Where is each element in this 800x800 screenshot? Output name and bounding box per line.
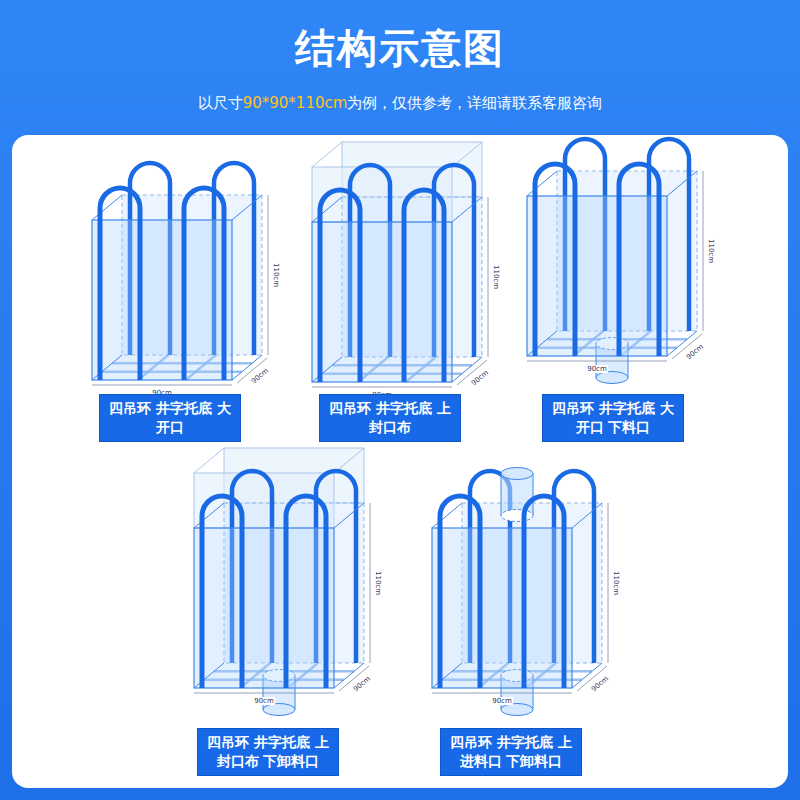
caption-box: 四吊环 井字托底 上封口布 下卸料口 (197, 728, 339, 776)
dimension-label: 90cm (253, 697, 275, 705)
bulk-bag (92, 163, 268, 385)
dimension-label: 110cm (492, 264, 500, 290)
dimension-label: 110cm (612, 570, 620, 596)
caption-box: 四吊环 井字托底 上进料口 下卸料口 (440, 728, 582, 776)
subtitle-text: 90*90*110cm (243, 94, 348, 112)
caption-text: 四吊环 井字托底 上封口布 (326, 399, 454, 437)
bulk-bag (194, 448, 370, 716)
caption-text: 四吊环 井字托底 大开口 下料口 (549, 399, 677, 437)
subtitle-line: 以尺寸90*90*110cm为例，仅供参考，详细请联系客服咨询 (198, 93, 603, 113)
caption-box: 四吊环 井字托底 上封口布 (319, 394, 461, 442)
dimension-label: 110cm (272, 262, 280, 288)
dimension-label: 110cm (707, 238, 715, 264)
caption-box: 四吊环 井字托底 大开口 下料口 (542, 394, 684, 442)
dimension-label: 90cm (586, 365, 608, 373)
subtitle-text: 为例，仅供参考，详细请联系客服咨询 (347, 94, 602, 112)
caption-text: 四吊环 井字托底 大开口 (106, 399, 234, 437)
bulk-bag (432, 468, 608, 716)
caption-text: 四吊环 井字托底 上封口布 下卸料口 (204, 733, 332, 771)
page-title: 结构示意图 (295, 21, 505, 76)
dimension-label: 110cm (374, 570, 382, 596)
bulk-bag (312, 142, 488, 387)
caption-box: 四吊环 井字托底 大开口 (99, 394, 241, 442)
caption-text: 四吊环 井字托底 上进料口 下卸料口 (447, 733, 575, 771)
subtitle-text: 以尺寸 (198, 94, 243, 112)
white-panel (12, 135, 788, 788)
dimension-label: 90cm (491, 697, 513, 705)
bulk-bag (527, 139, 703, 384)
